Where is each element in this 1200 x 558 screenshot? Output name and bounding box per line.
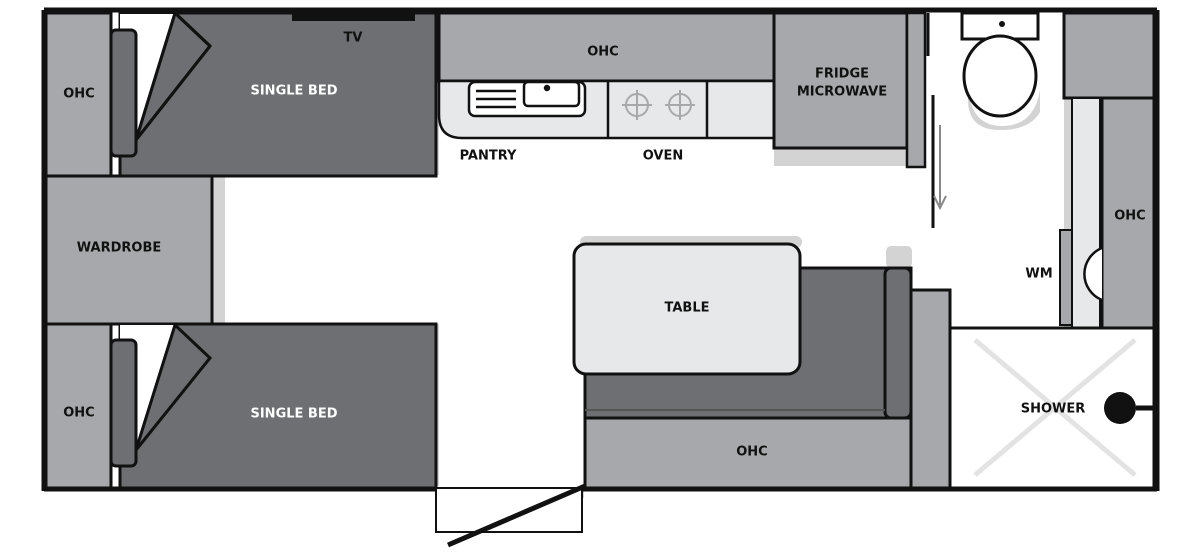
bottom-bed-folded-sheet [134, 322, 213, 451]
bathroom-ohc-side [1100, 96, 1156, 330]
label-ohc-kitchen: OHC [587, 45, 618, 60]
fridge-side-panel [905, 11, 927, 169]
label-shower: SHOWER [1021, 402, 1086, 417]
label-single-bed-bottom: SINGLE BED [250, 407, 337, 422]
label-wm: WM [1025, 267, 1052, 282]
washing-machine-door [1083, 246, 1103, 302]
outer-walls [41, 7, 1160, 492]
shower-drain-lines [973, 338, 1137, 477]
label-ohc-bathroom: OHC [1114, 209, 1145, 224]
cooktop-burners-icon [622, 90, 695, 120]
label-fridge: FRIDGE [815, 67, 869, 82]
sink [467, 80, 587, 118]
label-ohc-bottom-left: OHC [63, 406, 94, 421]
washing-machine[interactable] [1059, 229, 1073, 326]
toilet-icon [960, 11, 1040, 118]
label-ohc-top-left: OHC [63, 87, 94, 102]
entry-door[interactable] [447, 483, 586, 548]
bathroom-ohc-top [1062, 11, 1156, 100]
label-oven: OVEN [643, 149, 684, 164]
label-ohc-dinette: OHC [736, 445, 767, 460]
shower-head-icon [1104, 392, 1136, 424]
dinette-armrest [883, 266, 913, 420]
label-tv: TV [344, 31, 363, 46]
top-left-pillow-redraw [109, 28, 138, 158]
fridge-microwave[interactable] [772, 11, 909, 150]
label-microwave: MICROWAVE [797, 85, 887, 100]
label-table: TABLE [665, 301, 710, 316]
label-pantry: PANTRY [460, 149, 517, 164]
label-single-bed-top: SINGLE BED [250, 84, 337, 99]
bottom-left-pillow [109, 338, 138, 468]
table[interactable] [572, 242, 802, 376]
label-wardrobe: WARDROBE [77, 241, 161, 256]
dinette-end-cabinet [909, 288, 952, 490]
tv [292, 11, 415, 21]
dinette-ohc [583, 416, 913, 490]
